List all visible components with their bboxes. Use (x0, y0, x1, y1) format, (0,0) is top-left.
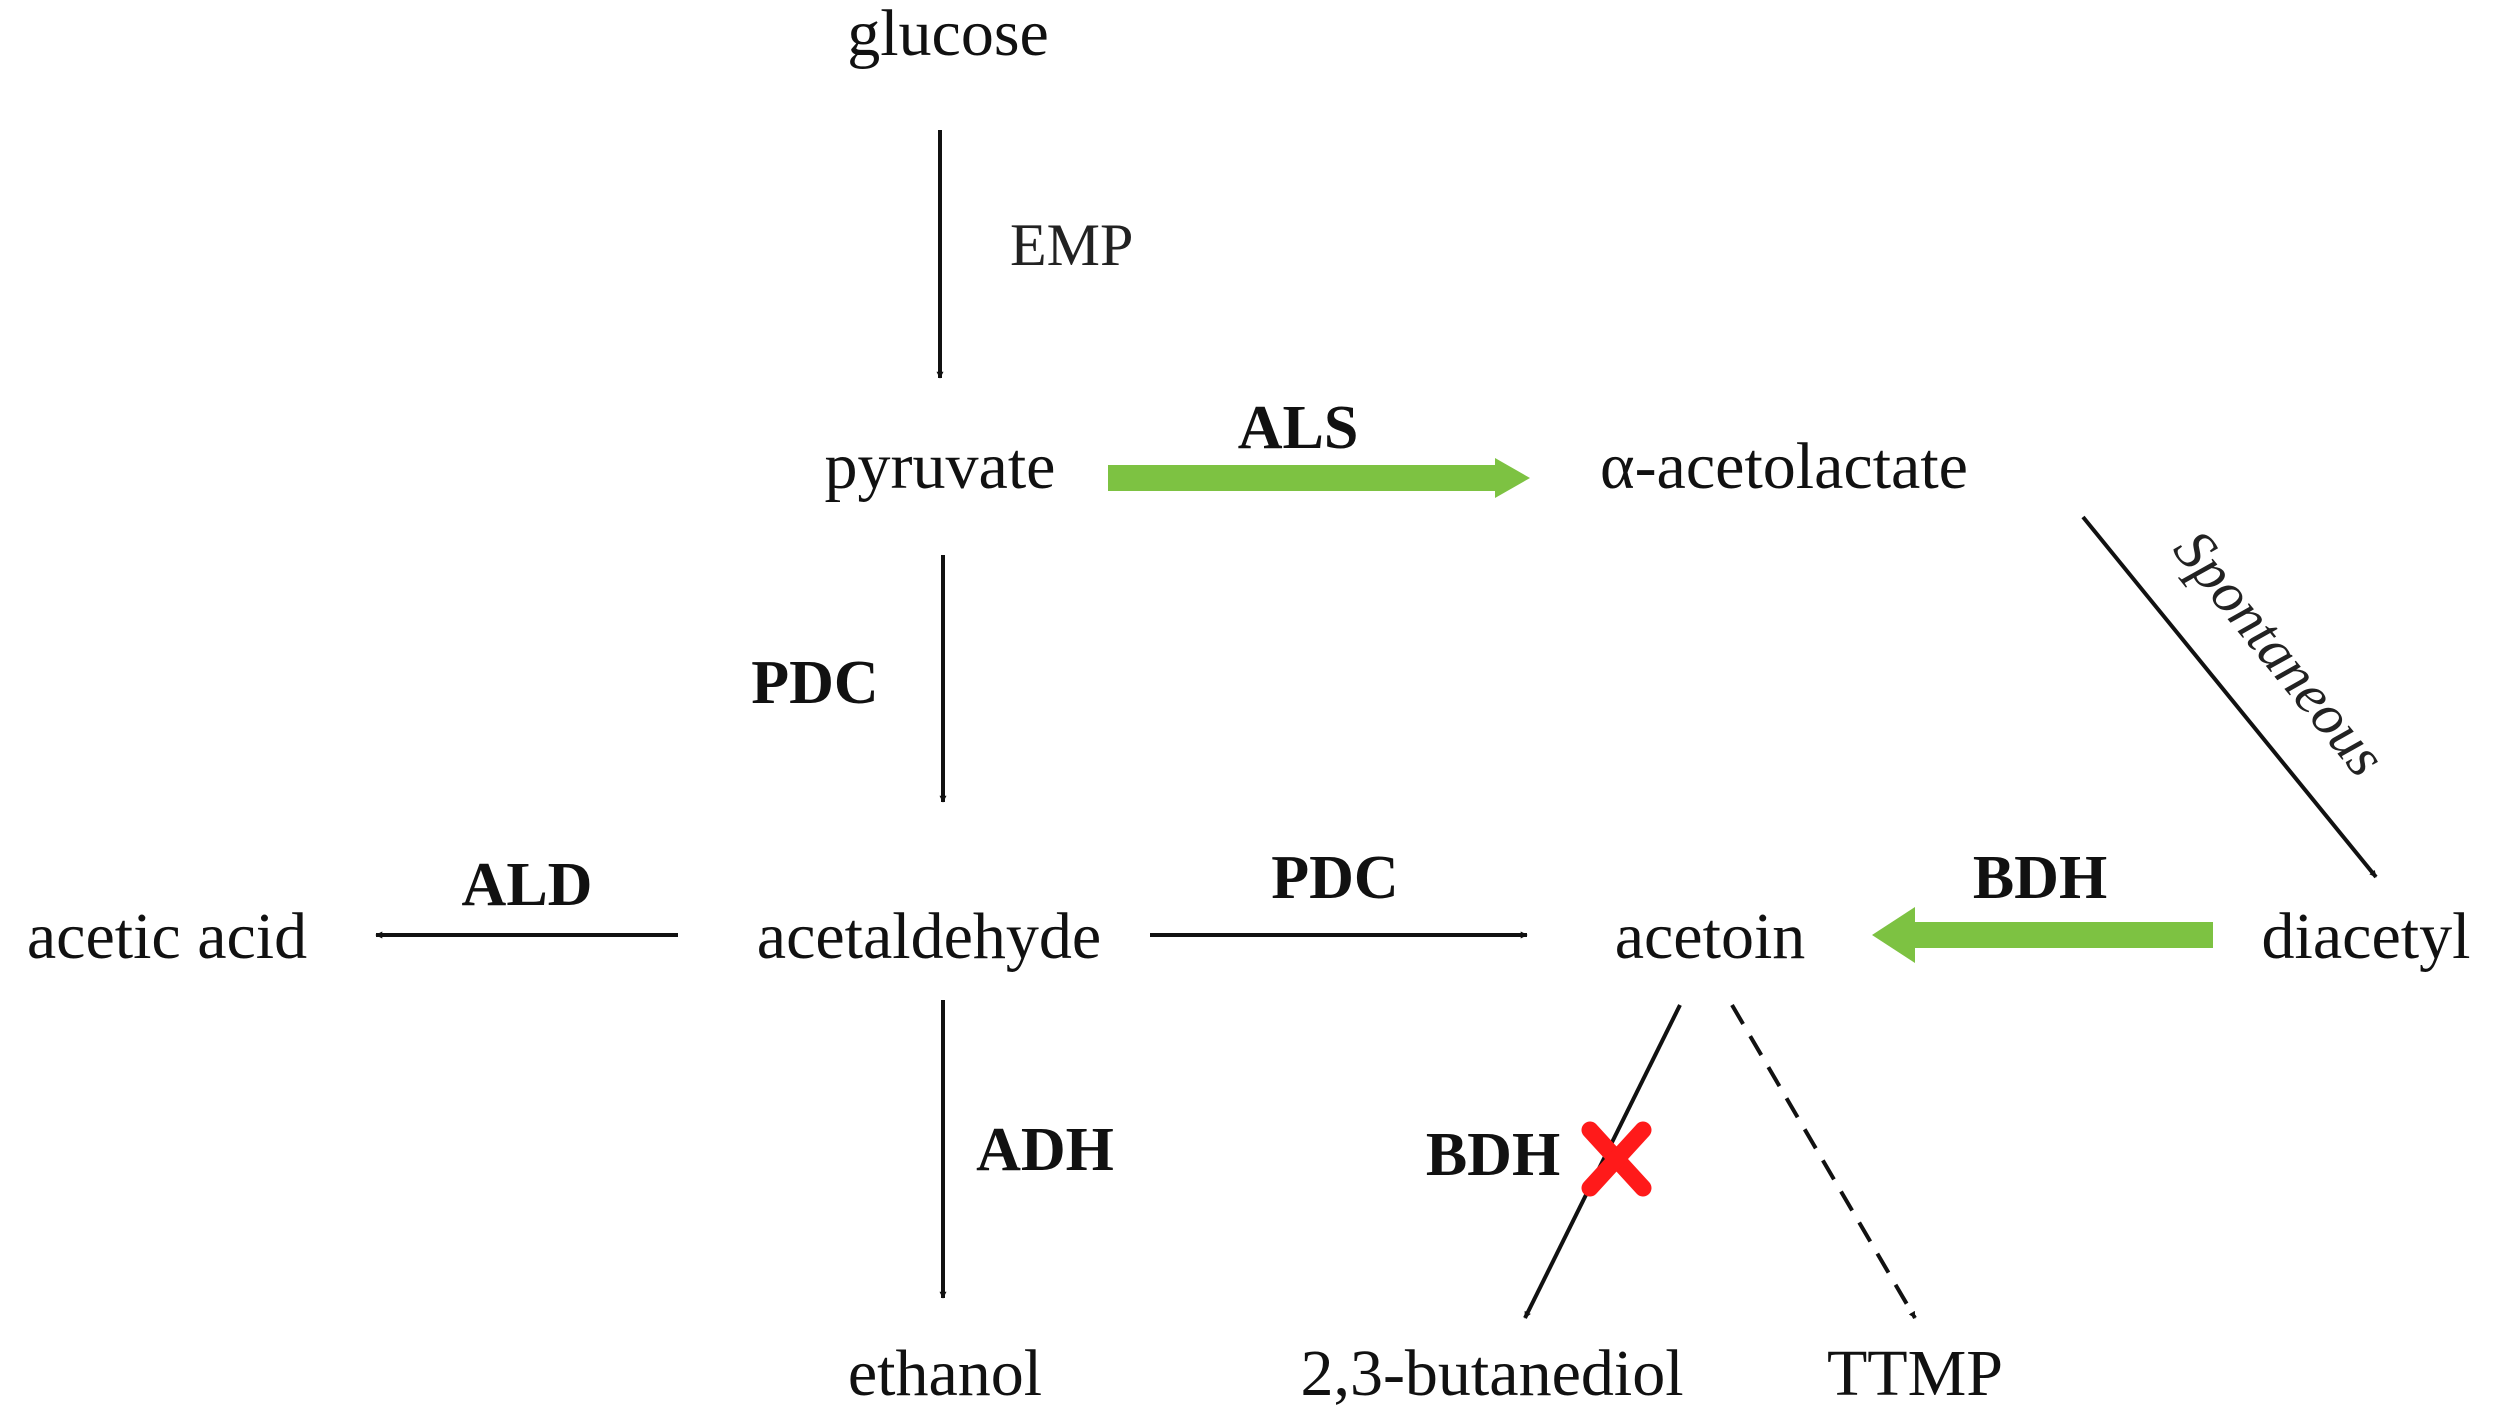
label-bdh-blocked: BDH (1426, 1121, 1560, 1189)
metabolite-2-3-butanediol: 2,3-butanediol (1300, 1337, 1683, 1410)
green-arrow-pyruvate-to-acetolactate (1108, 458, 1530, 498)
label-bdh-green: BDH (1973, 844, 2107, 912)
metabolite-ethanol: ethanol (848, 1337, 1042, 1410)
label-als: ALS (1238, 394, 1359, 462)
label-adh: ADH (976, 1116, 1114, 1184)
green-arrow-diacetyl-to-acetoin (1872, 907, 2213, 963)
metabolite-pyruvate: pyruvate (825, 430, 1056, 503)
arrow-acetolactate-to-diacetyl (2081, 515, 2378, 879)
metabolite-acetaldehyde: acetaldehyde (757, 900, 1101, 973)
metabolite-alpha-acetolactate: α-acetolactate (1600, 430, 1968, 503)
label-pdc-vertical: PDC (751, 649, 878, 717)
label-pdc-horizontal: PDC (1271, 844, 1398, 912)
metabolite-acetic-acid: acetic acid (27, 900, 307, 973)
label-emp: EMP (1010, 212, 1133, 278)
metabolite-ttmp: TTMP (1827, 1337, 2003, 1410)
metabolite-acetoin: acetoin (1615, 900, 1806, 973)
arrow-acetoin-to-ttmp-dashed (1730, 1003, 1917, 1320)
label-ald: ALD (462, 851, 593, 919)
label-spontaneous: Spontaneous (2161, 517, 2399, 788)
arrow-acetoin-to-butanediol (1523, 1004, 1682, 1319)
blocked-step-x-icon (1581, 1121, 1652, 1197)
metabolite-diacetyl: diacetyl (2262, 900, 2471, 973)
metabolite-glucose: glucose (847, 0, 1049, 70)
